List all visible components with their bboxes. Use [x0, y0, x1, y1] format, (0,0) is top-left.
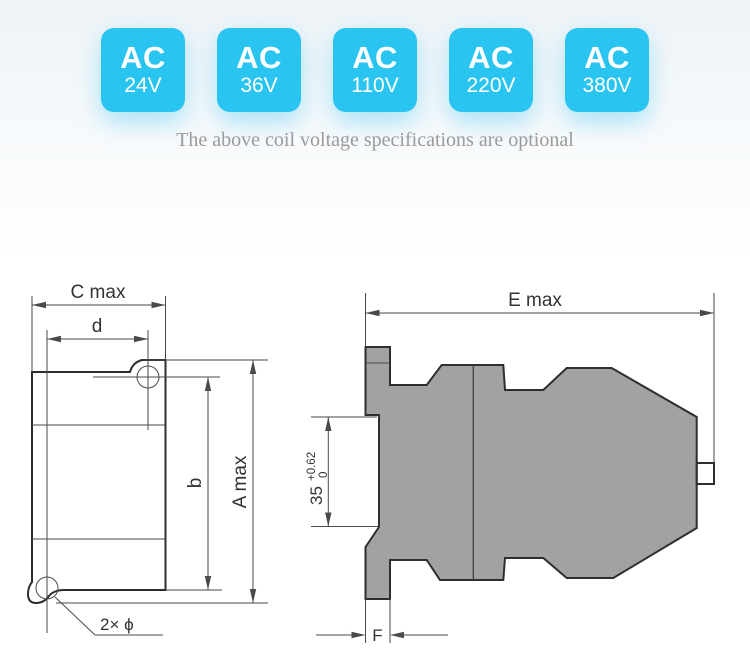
badge-label: AC — [120, 39, 166, 75]
dim-b: b — [93, 376, 222, 591]
badge-label: AC — [352, 39, 398, 75]
dim-f-label: F — [372, 626, 382, 645]
front-view: C max d b — [26, 282, 268, 636]
dim-f: F — [316, 599, 448, 645]
dim-rail-slot: 35 +0.62 0 — [306, 416, 379, 527]
dim-b-label: b — [185, 478, 206, 489]
badge-label: AC — [584, 39, 630, 75]
dim-e-max-label: E max — [508, 290, 562, 311]
voltage-badge-24v: AC 24V — [101, 28, 185, 112]
badge-voltage: 36V — [240, 73, 278, 97]
badge-label: AC — [468, 39, 514, 75]
hole-callout-label: 2× ϕ — [100, 615, 134, 634]
voltage-badge-220v: AC 220V — [449, 28, 533, 112]
dimension-drawing-section: C max d b — [0, 266, 750, 666]
voltage-badge-110v: AC 110V — [333, 28, 417, 112]
dim-d-label: d — [92, 316, 103, 337]
dim-a-max-label: A max — [230, 455, 251, 508]
dim-c-max-label: C max — [71, 282, 126, 303]
voltage-caption: The above coil voltage specifications ar… — [176, 129, 574, 151]
dim-c-max: C max — [31, 282, 166, 372]
voltage-badge-row: AC 24V AC 36V AC 110V AC 220V AC 380V — [0, 28, 750, 112]
dim-d: d — [47, 316, 148, 343]
side-profile — [364, 346, 698, 600]
badge-label: AC — [236, 39, 282, 75]
rail-slot-tolerance-upper: +0.62 — [306, 452, 318, 481]
badge-voltage: 110V — [351, 73, 399, 97]
badge-voltage: 24V — [124, 73, 162, 97]
side-lug — [695, 462, 716, 485]
dim-e-max: E max — [365, 290, 715, 463]
rail-slot-value: 35 — [307, 486, 326, 505]
badge-voltage: 220V — [466, 73, 516, 97]
dim-a-max: A max — [56, 359, 268, 604]
side-view: E max 35 +0.62 0 — [306, 290, 716, 645]
badge-voltage: 380V — [582, 73, 632, 97]
dimension-drawing: C max d b — [26, 282, 716, 645]
rail-slot-tolerance-lower: 0 — [318, 472, 330, 478]
hole-callout: 2× ϕ — [54, 596, 163, 636]
voltage-badge-36v: AC 36V — [217, 28, 301, 112]
voltage-options-section: AC 24V AC 36V AC 110V AC 220V AC 380V Th… — [0, 0, 750, 262]
voltage-badge-380v: AC 380V — [565, 28, 649, 112]
front-outline — [26, 359, 167, 605]
